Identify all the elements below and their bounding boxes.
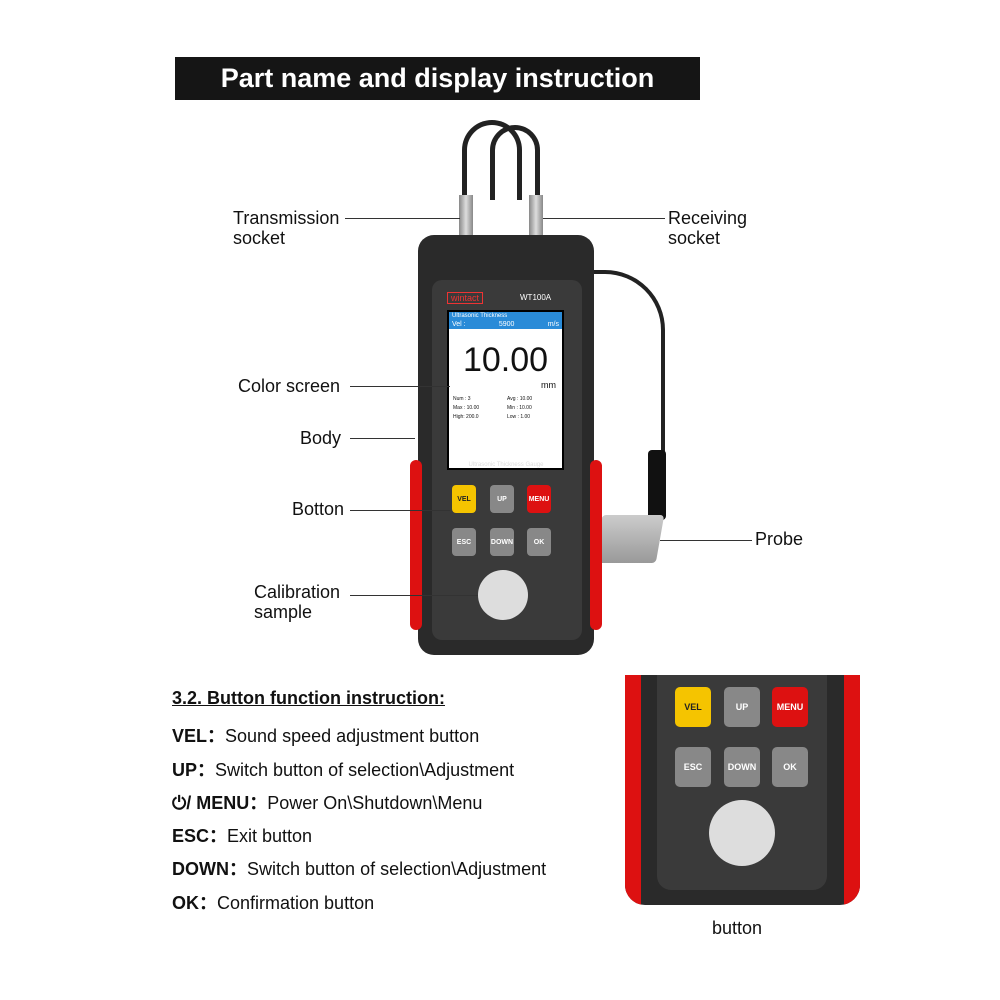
transmission-socket xyxy=(459,195,473,237)
inset-caption: button xyxy=(712,918,763,938)
down-button[interactable]: DOWN xyxy=(490,528,514,556)
leader-line xyxy=(350,510,450,511)
screen-footer: Ultrasonic Thickness Gauge xyxy=(468,462,544,468)
item-key: VEL： xyxy=(172,726,226,746)
item-key: ESC： xyxy=(172,826,228,846)
side-grip xyxy=(625,675,641,905)
side-grip xyxy=(844,675,860,905)
item-desc: Exit button xyxy=(227,826,313,846)
item-desc: Switch button of selection\Adjustment xyxy=(247,859,547,879)
ok-button[interactable]: OK xyxy=(527,528,551,556)
stat: Num : 3 xyxy=(453,396,471,402)
up-button[interactable]: UP xyxy=(490,485,514,513)
list-item: ⏻/ MENU：Power On\Shutdown\Menu xyxy=(172,789,482,815)
probe-handle xyxy=(648,450,666,520)
label-button: Botton xyxy=(292,499,345,519)
item-desc: Sound speed adjustment button xyxy=(225,726,480,746)
item-desc: Confirmation button xyxy=(217,893,375,913)
vel-unit: m/s xyxy=(547,321,559,328)
up-button[interactable]: UP xyxy=(724,687,760,727)
stat: Max : 10.00 xyxy=(453,405,480,411)
side-grip xyxy=(590,460,602,630)
vel-label: Vel : xyxy=(452,321,466,328)
list-item: DOWN：Switch button of selection\Adjustme… xyxy=(172,855,546,881)
item-key: ⏻/ MENU： xyxy=(172,793,268,813)
item-key: OK： xyxy=(172,893,217,913)
stat: Min : 10.00 xyxy=(507,405,532,411)
leader-line xyxy=(660,540,752,541)
label-color-screen: Color screen xyxy=(238,376,341,396)
cable xyxy=(462,120,522,200)
esc-button[interactable]: ESC xyxy=(675,747,711,787)
stats: Num : 3 Avg : 10.00 Max : 10.00 Min : 10.0… xyxy=(449,390,562,426)
stat: Low : 1.00 xyxy=(507,414,531,420)
thickness-reading: 10.00 xyxy=(462,341,549,379)
mode-bar: Ultrasonic Thickness xyxy=(449,312,562,320)
button-inset: VEL UP MENU ESC DOWN OK xyxy=(625,675,860,905)
item-desc: Switch button of selection\Adjustment xyxy=(215,760,515,780)
calibration-sample xyxy=(709,800,775,866)
probe-cable xyxy=(585,270,665,470)
receiving-socket xyxy=(529,195,543,237)
page-title: Part name and display instruction xyxy=(175,57,700,100)
label-receiving-socket: Receiving socket xyxy=(668,208,748,248)
label-body: Body xyxy=(300,428,342,448)
vel-button[interactable]: VEL xyxy=(452,485,476,513)
stat: High: 200.0 xyxy=(453,414,479,420)
list-item: ESC：Exit button xyxy=(172,822,312,848)
cable xyxy=(490,125,540,200)
leader-line xyxy=(345,218,460,219)
menu-button[interactable]: MENU xyxy=(772,687,808,727)
velocity-bar: Vel : 5900 m/s xyxy=(449,320,562,329)
ok-button[interactable]: OK xyxy=(772,747,808,787)
side-grip xyxy=(410,460,422,630)
leader-line xyxy=(350,438,415,439)
label-transmission-socket: Transmission socket xyxy=(233,208,340,248)
section-heading: 3.2. Button function instruction: xyxy=(172,688,445,708)
item-key: UP： xyxy=(172,760,216,780)
list-item: OK：Confirmation button xyxy=(172,889,374,915)
calibration-sample xyxy=(478,570,528,620)
model-label: WT100A xyxy=(520,293,552,302)
leader-line xyxy=(543,218,665,219)
esc-button[interactable]: ESC xyxy=(452,528,476,556)
down-button[interactable]: DOWN xyxy=(724,747,760,787)
vel-value: 5900 xyxy=(498,321,515,328)
brand-logo: wintact xyxy=(447,292,484,304)
label-calibration-sample: Calibration sample xyxy=(254,582,341,622)
leader-line xyxy=(350,386,450,387)
item-key: DOWN： xyxy=(172,859,247,879)
unit: mm xyxy=(541,380,556,390)
leader-line xyxy=(350,595,478,596)
vel-button[interactable]: VEL xyxy=(675,687,711,727)
item-desc: Power On\Shutdown\Menu xyxy=(267,793,483,813)
label-probe: Probe xyxy=(755,529,804,549)
probe xyxy=(593,515,665,563)
list-item: VEL：Sound speed adjustment button xyxy=(172,722,479,748)
stat: Avg : 10.00 xyxy=(507,396,533,402)
list-item: UP：Switch button of selection\Adjustment xyxy=(172,756,514,782)
menu-button[interactable]: MENU xyxy=(527,485,551,513)
